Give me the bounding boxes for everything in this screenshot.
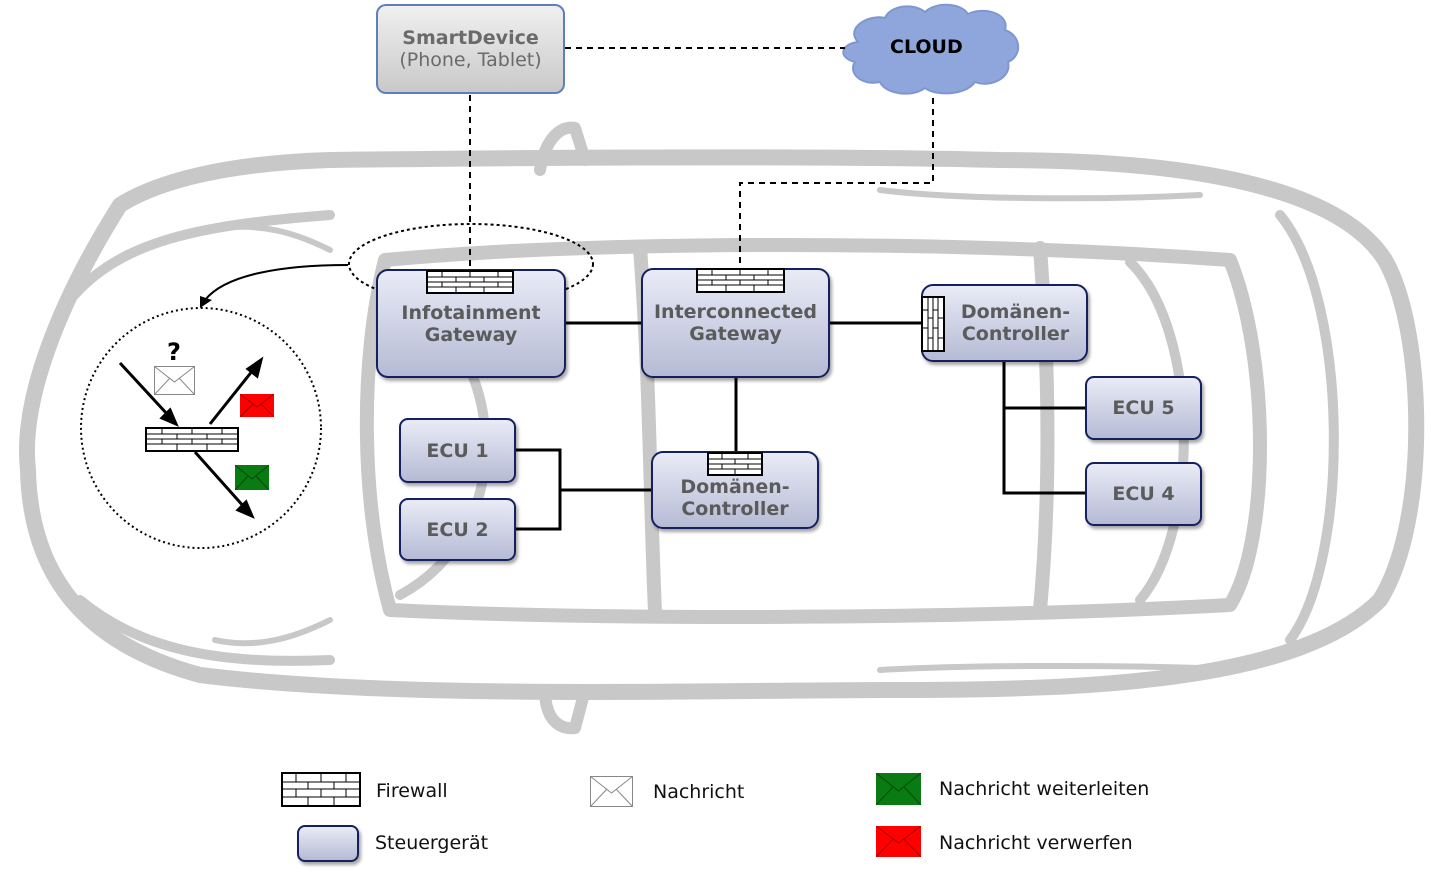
firewall-bricks: [923, 298, 943, 350]
infotainment-gateway-line1: Infotainment: [401, 301, 541, 324]
legend-message-icon: [590, 776, 633, 807]
cloud-interconnected-link: [739, 98, 934, 270]
domain-controller-right-line2: Controller: [961, 323, 1070, 345]
legend-control-unit-label: Steuergerät: [375, 832, 489, 854]
dashed-links: [348, 47, 934, 305]
legend-forward-icon: [876, 773, 921, 805]
legend-firewall-icon: [281, 772, 361, 807]
firewall-bricks: [283, 774, 359, 805]
zoom-circle: [80, 307, 322, 549]
legend-message-label: Nachricht: [653, 781, 745, 803]
ecu2-label: ECU 2: [426, 518, 489, 541]
ecu1-node: ECU 1: [399, 418, 516, 483]
smartdevice-subtitle: (Phone, Tablet): [399, 49, 542, 71]
message-envelope-icon: [154, 366, 195, 395]
interconnected-gateway-line2: Gateway: [689, 323, 782, 345]
ecu1-ecu2-bus: [515, 448, 562, 531]
legend-discard-label: Nachricht verwerfen: [939, 832, 1133, 854]
domain-controller-right-line1: Domänen-: [960, 301, 1071, 323]
legend-forward-label: Nachricht weiterleiten: [939, 778, 1150, 800]
cloud-label: CLOUD: [890, 36, 963, 58]
infotainment-gateway-line2: Gateway: [424, 323, 518, 346]
question-mark: ?: [167, 338, 181, 366]
domain-controller-center-node: Domänen- Controller: [651, 451, 819, 529]
firewall-bricks: [698, 270, 783, 291]
cloud-shape: [842, 3, 1020, 95]
ecu5-label: ECU 5: [1112, 397, 1175, 419]
discard-envelope-icon: [240, 394, 274, 417]
ecu2-node: ECU 2: [399, 498, 516, 561]
domain-controller-center-line1: Domänen-: [680, 476, 790, 498]
firewall-icon: [921, 296, 945, 352]
ecu4-node: ECU 4: [1085, 462, 1202, 526]
zoom-flow-arrows: [118, 356, 264, 519]
legend-firewall-label: Firewall: [376, 780, 448, 802]
zoom-arrow: [200, 264, 349, 308]
solid-links: [515, 321, 1085, 531]
smartdevice-box: SmartDevice (Phone, Tablet): [376, 4, 565, 94]
legend-control-unit-icon: [297, 825, 359, 862]
legend-discard-icon: [876, 826, 921, 857]
firewall-bricks: [709, 454, 761, 474]
firewall-icon: [707, 452, 763, 476]
domain-controller-right-node: Domänen- Controller: [921, 284, 1088, 362]
interconnected-gateway-line1: Interconnected: [653, 301, 818, 323]
domain-right-ecu4-link: [1002, 362, 1085, 495]
zoom-highlight-ellipse: [348, 223, 594, 305]
ecu5-node: ECU 5: [1085, 376, 1202, 440]
domain-controller-center-line2: Controller: [681, 498, 789, 520]
ecu4-label: ECU 4: [1112, 483, 1175, 505]
firewall-bricks: [428, 272, 512, 292]
firewall-icon: [696, 268, 785, 293]
forward-envelope-icon: [235, 465, 269, 490]
smartdevice-title: SmartDevice: [402, 27, 539, 49]
ecu1-label: ECU 1: [426, 439, 489, 462]
firewall-icon: [145, 427, 239, 452]
firewall-icon: [426, 270, 514, 294]
firewall-bricks: [147, 429, 237, 450]
